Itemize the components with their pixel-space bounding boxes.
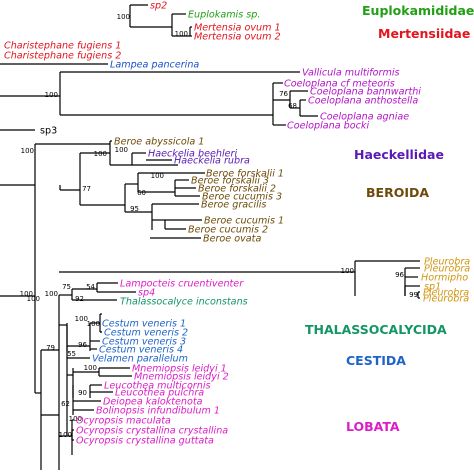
tip-label: Ocyropsis crystallina crystallina [76, 425, 228, 436]
tip-label: Pleurobra [423, 293, 469, 304]
tip-label: Cestum veneris 1 [102, 318, 186, 329]
tip-label: sp4 [138, 287, 155, 298]
support-value: 100 [117, 13, 130, 21]
support-value: 60 [137, 189, 146, 197]
tip-label: Haeckelia rubra [174, 155, 250, 166]
tip-label: sp2 [150, 0, 167, 11]
tip-label: Bolinopsis infundibulum 1 [96, 405, 220, 416]
support-value: 79 [46, 344, 55, 352]
tip-label: Coeloplana anthostella [308, 95, 418, 106]
tip-label: Beroe cucumis 3 [202, 191, 282, 202]
clade-label: Mertensiidae [378, 26, 470, 41]
tip-label: Cestum veneris 2 [104, 327, 188, 338]
support-value: 100 [87, 320, 100, 328]
tip-label: sp1 [424, 281, 441, 292]
clade-label: BEROIDA [366, 185, 429, 200]
support-value: 100 [75, 315, 88, 323]
tip-label: Coeloplana cf meteoris [284, 78, 395, 89]
tip-label: Lampea pancerina [110, 59, 199, 70]
tip-label: Pleurobra [424, 256, 470, 267]
tip-label: Mertensia ovum 1 [194, 22, 281, 33]
tip-label: Beroe ovata [203, 233, 261, 244]
tip-label: Ocyropsis maculata [76, 415, 171, 426]
support-value: 100 [69, 415, 82, 423]
support-value: 62 [61, 400, 70, 408]
clade-label: THALASSOCALYCIDA [305, 322, 447, 337]
tip-label: Leucothea pulchra [115, 387, 204, 398]
tip-label: Leucothea multicornis [104, 380, 211, 391]
tip-label: Velamen parallelum [92, 353, 188, 364]
support-value: 100 [45, 290, 58, 298]
tip-label: Mertensia ovum 2 [194, 31, 281, 42]
support-value: 95 [130, 205, 139, 213]
tip-label: Lampocteis cruentiventer [120, 278, 244, 289]
tip-label: Pleurobra [423, 287, 469, 298]
support-value: 77 [82, 185, 91, 193]
tip-label: Thalassocalyce inconstans [120, 296, 248, 307]
support-value: 96 [78, 341, 87, 349]
tip-label: Mnemiopsis leidyi 1 [132, 363, 227, 374]
tip-label: Beroe abyssicola 1 [114, 136, 204, 147]
tip-label: Vallicula multiformis [302, 67, 400, 78]
tip-label: Coeloplana agniae [320, 111, 409, 122]
tip-label: Coeloplana bannwarthi [310, 86, 421, 97]
tip-label: Cestum veneris 3 [102, 336, 186, 347]
tip-label: Cestum veneris 4 [99, 344, 183, 355]
support-value: 100 [45, 91, 58, 99]
tip-label: Beroe cucumis 1 [204, 215, 284, 226]
tip-label: Beroe gracilis [201, 199, 266, 210]
support-value: 100 [94, 150, 107, 158]
support-value: 92 [75, 295, 84, 303]
support-value: 100 [59, 431, 72, 439]
tip-label: Pleurobra [424, 263, 470, 274]
support-value: 100 [175, 30, 188, 38]
tip-label: Coeloplana bocki [287, 120, 369, 131]
tip-label: Beroe forskalii 3 [191, 175, 269, 186]
support-value: 68 [288, 102, 297, 110]
tip-label: Beroe forskalii 1 [206, 168, 284, 179]
support-value: 96 [395, 271, 404, 279]
support-value: 100 [84, 364, 97, 372]
support-value: 100 [21, 147, 34, 155]
clade-label: LOBATA [346, 419, 400, 434]
clade-label: Euplokamididae [362, 3, 474, 18]
support-value: 90 [78, 389, 87, 397]
tip-label: Haeckelia beehleri [148, 148, 237, 159]
support-value: 100 [20, 290, 33, 298]
clade-label: Haeckellidae [354, 147, 444, 162]
tip-label: Charistephane fugiens 2 [4, 50, 121, 61]
support-value: 100 [151, 172, 164, 180]
tip-label: sp3 [40, 125, 57, 136]
support-value: 75 [62, 283, 71, 291]
support-value: 100 [27, 295, 40, 303]
support-value: 55 [67, 350, 76, 358]
support-value: 99 [409, 291, 418, 299]
tip-label: Hormipho [421, 272, 468, 283]
tip-label: Charistephane fugiens 1 [4, 40, 121, 51]
support-value: 76 [279, 90, 288, 98]
tip-label: Beroe forskalii 2 [198, 183, 276, 194]
clade-label: CESTIDA [346, 353, 406, 368]
support-value: 100 [115, 146, 128, 154]
tip-label: Ocyropsis crystallina guttata [76, 435, 214, 446]
support-value: 54 [86, 283, 95, 291]
tip-label: Deiopea kaloktenota [103, 396, 203, 407]
tip-label: Euplokamis sp. [188, 9, 260, 20]
tip-label: Mnemiopsis leidyi 2 [134, 371, 229, 382]
support-value: 100 [341, 267, 354, 275]
tip-label: Beroe cucumis 2 [188, 224, 268, 235]
